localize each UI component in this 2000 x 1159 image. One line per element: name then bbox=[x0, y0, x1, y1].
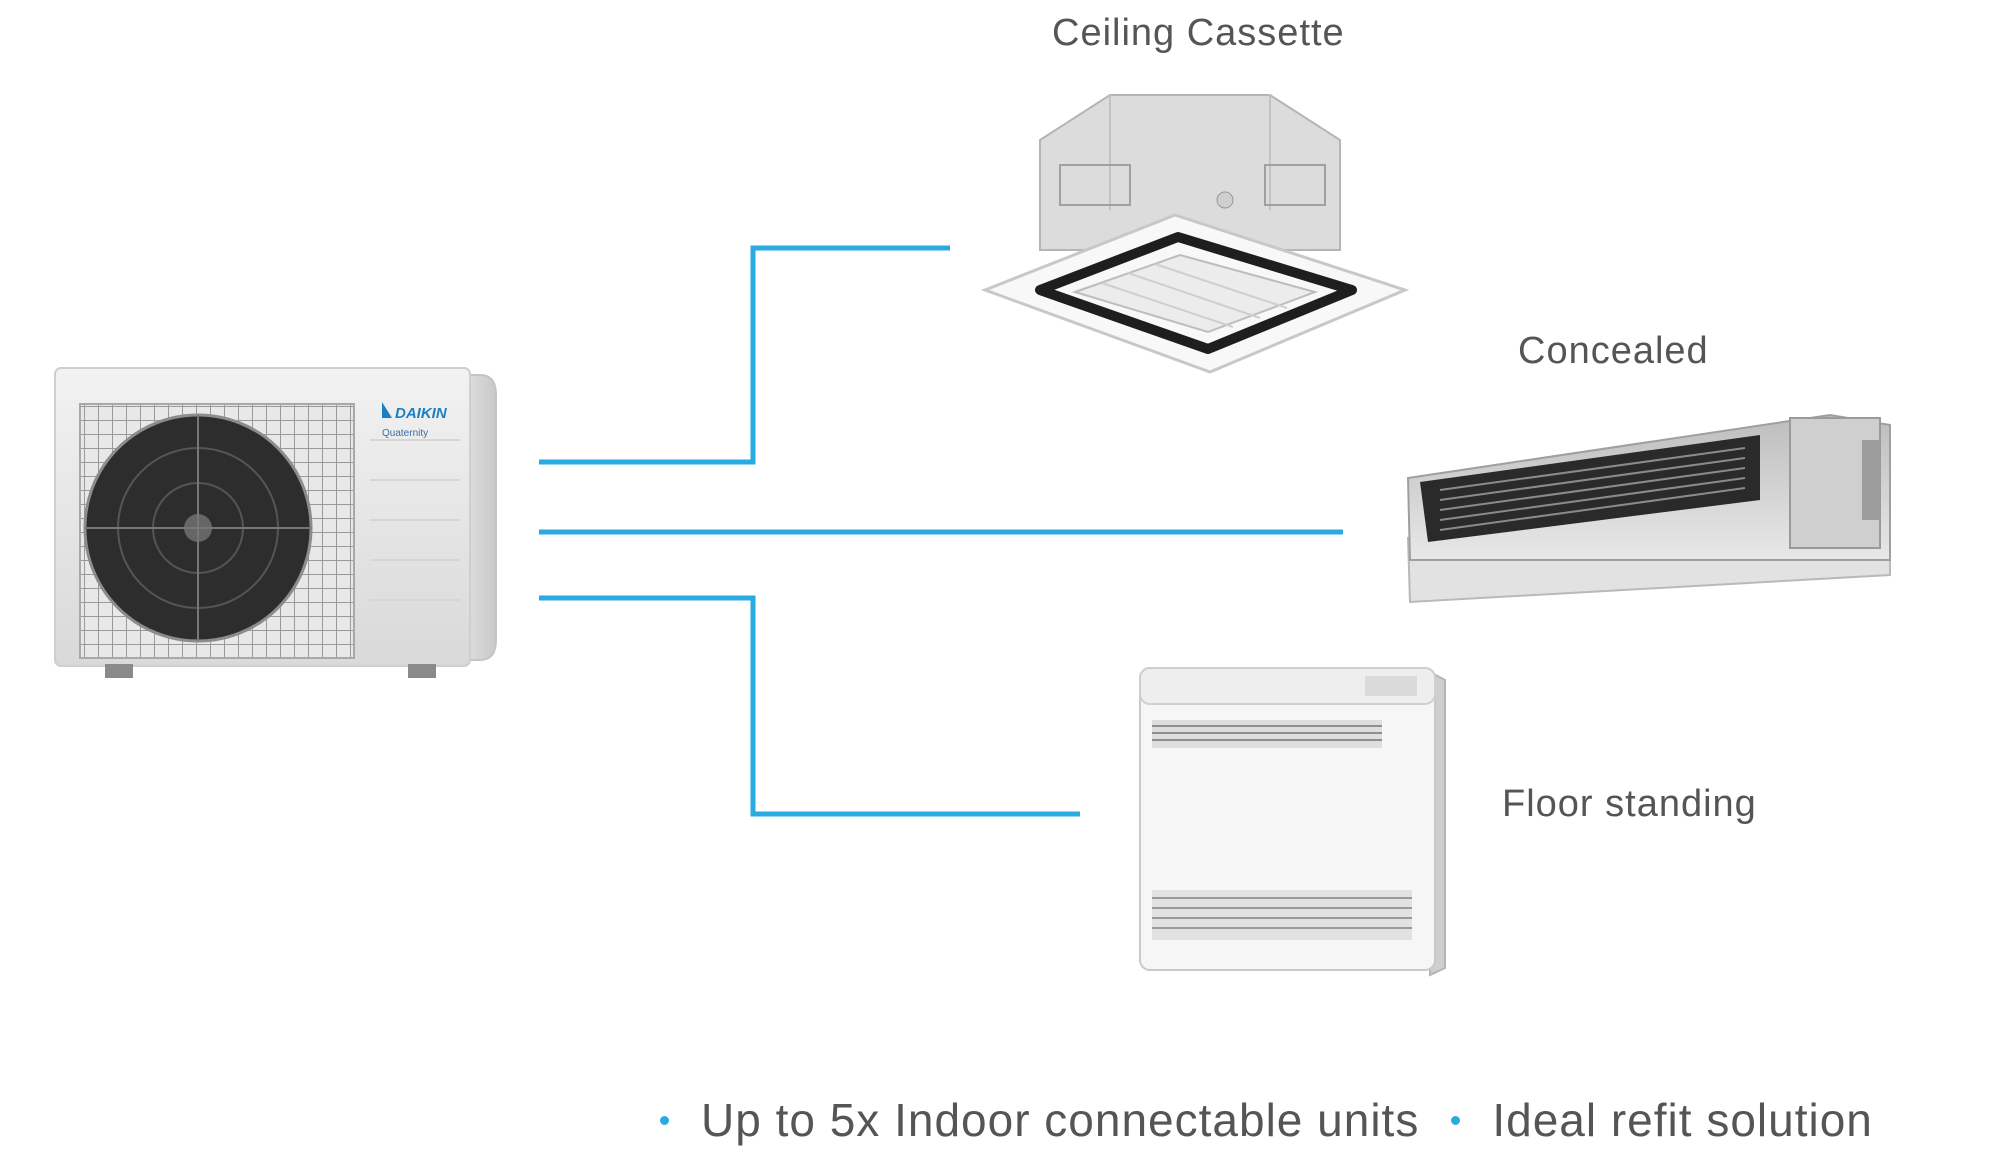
feature-refit-solution: Ideal refit solution bbox=[1492, 1094, 1873, 1146]
pipe-to-ceiling-cassette bbox=[539, 245, 950, 465]
floor-standing-unit-icon bbox=[1139, 667, 1446, 977]
bullet-icon bbox=[660, 1115, 669, 1125]
concealed-duct-unit-icon bbox=[1406, 413, 1891, 604]
label-concealed: Concealed bbox=[1518, 330, 1709, 372]
brand-logo: DAIKIN bbox=[395, 405, 448, 422]
model-name: Quaternity bbox=[382, 428, 428, 439]
ceiling-cassette-icon bbox=[980, 94, 1410, 374]
pipe-to-floor-standing bbox=[539, 595, 1080, 817]
label-floor-standing: Floor standing bbox=[1502, 783, 1757, 825]
refrigerant-pipes bbox=[539, 245, 1343, 817]
feature-list: Up to 5x Indoor connectable units Ideal … bbox=[660, 1090, 1873, 1150]
feature-connectable-units: Up to 5x Indoor connectable units bbox=[701, 1094, 1420, 1146]
outdoor-ac-unit-icon: DAIKIN Quaternity bbox=[54, 367, 497, 678]
label-ceiling-cassette: Ceiling Cassette bbox=[1052, 12, 1345, 54]
bullet-icon bbox=[1451, 1115, 1461, 1125]
